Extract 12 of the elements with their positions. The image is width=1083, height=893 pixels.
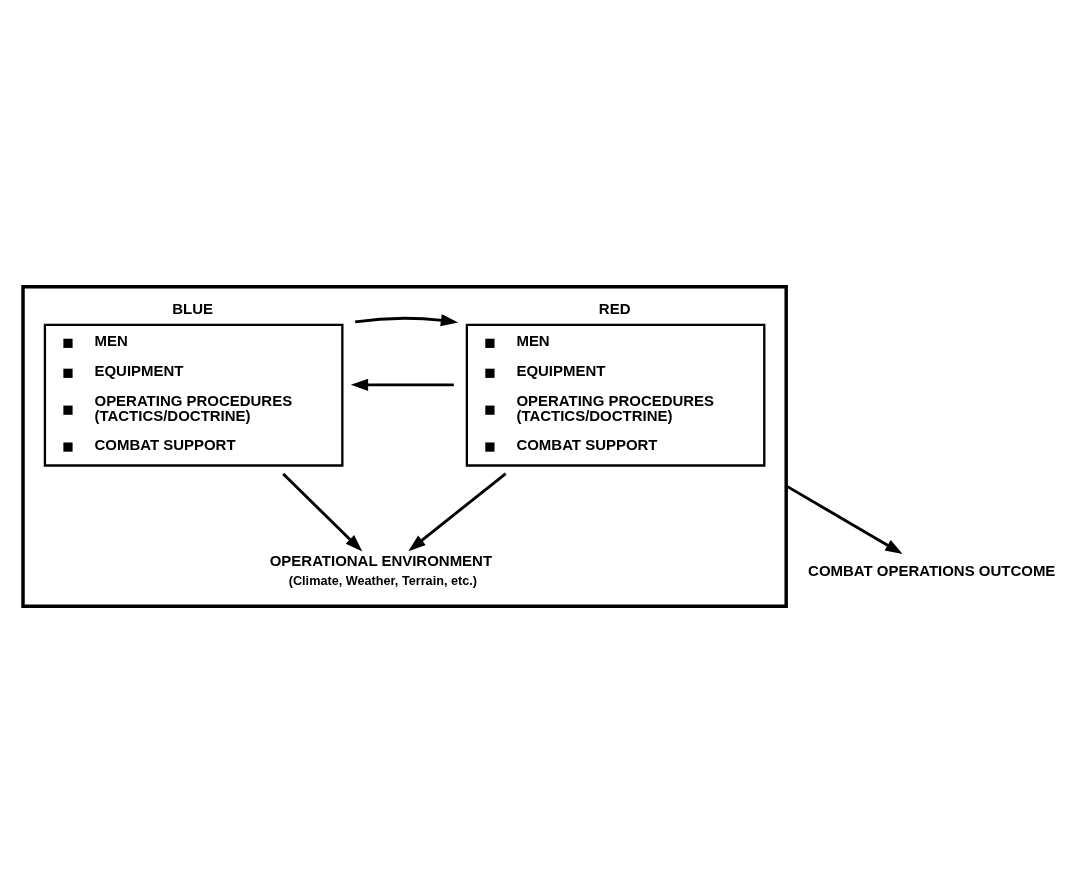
cluster: [21, 285, 788, 608]
arrow: [282, 472, 363, 552]
arrow: [350, 378, 454, 391]
node-box: MEN EQUIPMENT OPERATING PROCEDURES (TACTICS/DOCTRINE) COMBAT SUPPORT: [43, 323, 344, 467]
arrow: [354, 314, 459, 327]
node-text: COMBAT OPERATIONS OUTCOME: [808, 561, 1056, 579]
node-box: MEN EQUIPMENT OPERATING PROCEDURES (TACTICS/DOCTRINE) COMBAT SUPPORT: [465, 323, 766, 467]
arrow: [408, 472, 507, 552]
node-label: RED: [598, 299, 631, 317]
node-label: BLUE: [172, 299, 214, 317]
arrow: [785, 484, 903, 555]
node-text: OPERATIONAL ENVIRONMENT (Climate, Weather, Terrain, etc.): [269, 552, 493, 589]
